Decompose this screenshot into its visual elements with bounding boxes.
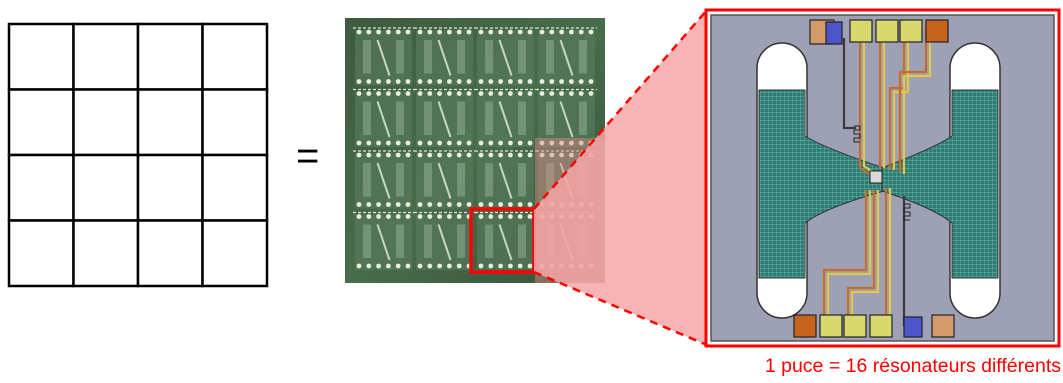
wafer-chip [414, 150, 475, 209]
wafer-chip [414, 27, 475, 86]
chip-layout [704, 8, 1061, 348]
pad-bottom-yellow-3 [869, 314, 893, 338]
wafer-chip [475, 150, 536, 209]
grid-cell [72, 153, 140, 222]
grid-cell [72, 88, 140, 157]
wafer-chip [475, 211, 536, 270]
wafer-chip [414, 211, 475, 270]
pad-bottom-blue [903, 316, 923, 338]
wafer-chip [353, 150, 414, 209]
grid-cell [201, 88, 269, 157]
comb-features [853, 125, 911, 221]
grid-cell [7, 219, 75, 288]
wafer-chip [353, 88, 414, 147]
pad-bottom-yellow-1 [819, 314, 843, 338]
grid-cell [201, 22, 269, 91]
pad-top-blue-2 [825, 21, 843, 45]
grid-cell [201, 219, 269, 288]
pad-bottom-orange [793, 314, 817, 338]
central-junction [869, 170, 883, 184]
pad-bottom-tan [931, 314, 955, 338]
grid-cell [201, 153, 269, 222]
wafer-chip [414, 88, 475, 147]
pad-bottom-yellow-2 [843, 314, 867, 338]
zoom-line-top [533, 9, 708, 210]
bottom-pads [793, 314, 955, 338]
wafer-chip [536, 27, 597, 86]
grid-cell [72, 219, 140, 288]
wafer-chip [353, 211, 414, 270]
zoom-wedge [534, 10, 707, 345]
pad-top-orange [925, 19, 949, 43]
pad-top-yellow-3 [899, 19, 923, 43]
wafer-chip [536, 88, 597, 147]
zoom-line-bottom [533, 270, 708, 347]
grid-diagram [7, 22, 269, 288]
equals-sign: = [296, 134, 320, 178]
chip-caption: 1 puce = 16 résonateurs différents [764, 355, 1061, 377]
pad-top-yellow-1 [849, 19, 873, 43]
wafer-cells [353, 27, 597, 270]
pad-top-yellow-2 [875, 19, 899, 43]
top-pads [809, 19, 949, 45]
right-resonator-membrane [881, 89, 999, 279]
wafer-photo [345, 18, 605, 283]
wafer-chip [353, 27, 414, 86]
wafer-chip [475, 88, 536, 147]
wafer-chip [475, 27, 536, 86]
top-wiring [842, 26, 932, 179]
